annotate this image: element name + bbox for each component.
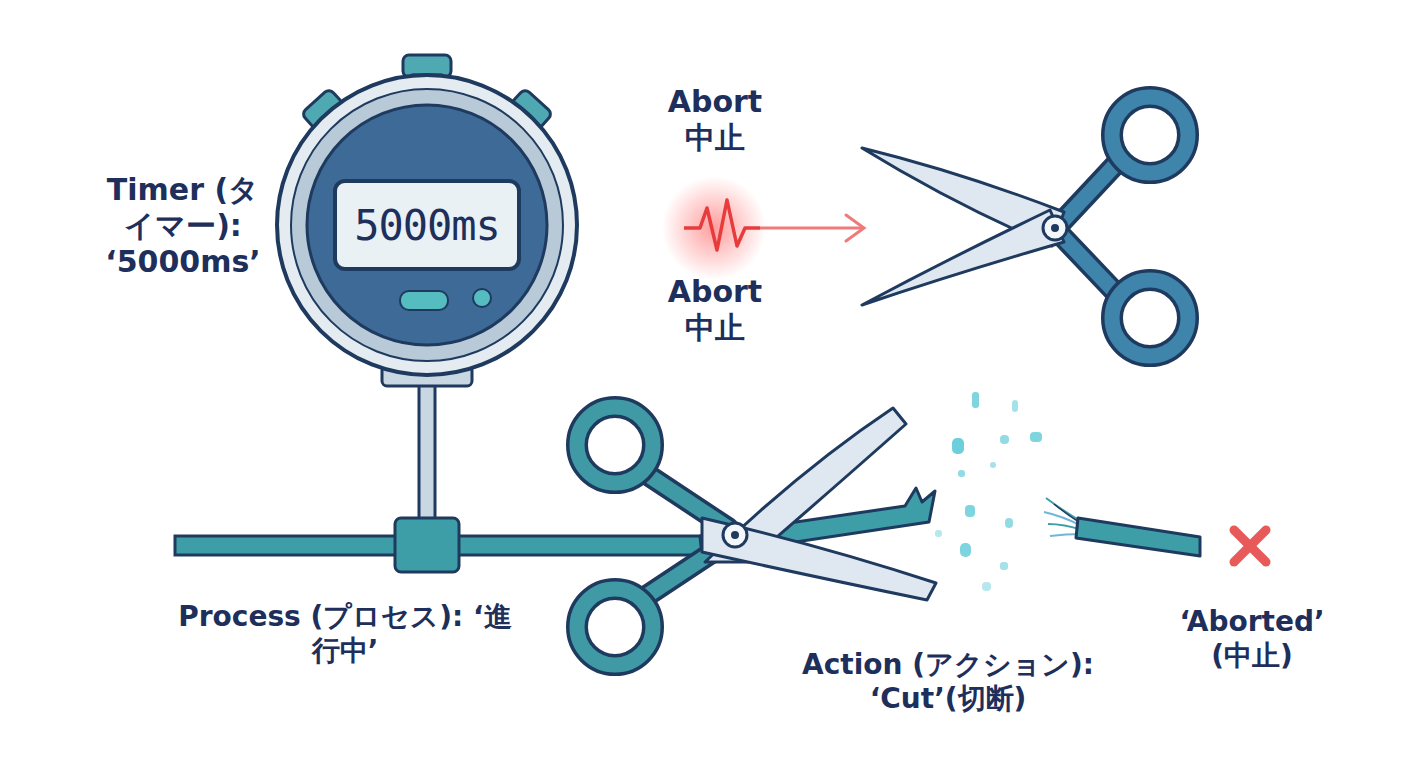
timer-display: 5000ms <box>333 179 521 271</box>
stopwatch <box>277 55 577 386</box>
timer-readout: 5000ms <box>354 201 500 250</box>
scissors-open <box>862 97 1188 356</box>
severed-cable <box>1044 498 1200 556</box>
abort-mark <box>1234 530 1266 562</box>
abort-signal <box>597 176 864 280</box>
action-label: Action (アクション): ‘Cut’(切断) <box>773 648 1123 715</box>
cut-particles <box>935 392 1042 591</box>
scissors-cutting <box>577 407 936 665</box>
process-pipe <box>175 372 935 572</box>
process-label: Process (プロセス): ‘進行中’ <box>177 600 513 667</box>
signal-label: Abort 中止 <box>655 274 775 346</box>
timer-label: Timer (タイマー): ‘5000ms’ <box>93 172 273 280</box>
signal-label: Abort 中止 <box>655 84 775 156</box>
status-label: ‘Aborted’ (中止) <box>1162 605 1342 672</box>
